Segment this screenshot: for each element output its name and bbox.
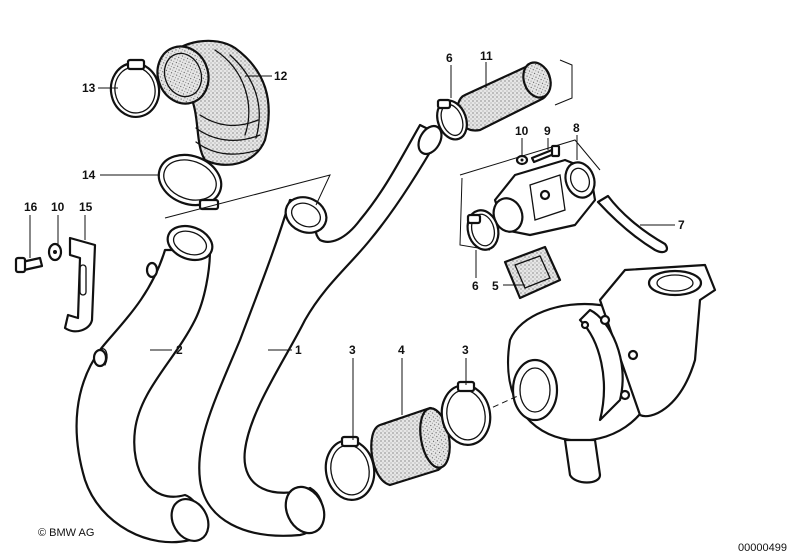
callout-labels: 13 12 14 6 11 10 9 8 7 6 5 16 10 15 2 1 … bbox=[24, 49, 685, 357]
callout-8: 8 bbox=[573, 121, 580, 135]
callout-14: 14 bbox=[82, 168, 96, 182]
callout-10-lower: 10 bbox=[51, 200, 65, 214]
callout-11: 11 bbox=[480, 49, 493, 63]
washer-10-upper bbox=[515, 154, 529, 166]
turbocharger bbox=[507, 263, 717, 484]
hose-clamp-13 bbox=[109, 58, 161, 119]
bracket-15 bbox=[63, 236, 97, 333]
callout-13: 13 bbox=[82, 81, 96, 95]
intake-pipe-1 bbox=[198, 123, 443, 537]
callout-6-upper: 6 bbox=[446, 51, 453, 65]
callout-1: 1 bbox=[295, 343, 302, 357]
bolt-9 bbox=[530, 144, 561, 164]
callout-12: 12 bbox=[274, 69, 288, 83]
vacuum-hose-7 bbox=[596, 194, 669, 254]
callout-9: 9 bbox=[544, 124, 551, 138]
callout-3-left: 3 bbox=[349, 343, 356, 357]
callout-7: 7 bbox=[678, 218, 685, 232]
callout-6-lower: 6 bbox=[472, 279, 479, 293]
rubber-sleeve-4 bbox=[370, 406, 451, 487]
bolt-16 bbox=[14, 256, 44, 274]
callout-3-right: 3 bbox=[462, 343, 469, 357]
callout-15: 15 bbox=[79, 200, 93, 214]
callout-10-upper: 10 bbox=[515, 124, 529, 138]
callout-16: 16 bbox=[24, 200, 38, 214]
callout-5: 5 bbox=[492, 279, 499, 293]
hose-clamp-6-upper bbox=[436, 98, 468, 141]
hose-clamp-3-right bbox=[440, 380, 492, 446]
gasket-5 bbox=[503, 245, 562, 300]
hose-clamp-14 bbox=[157, 153, 223, 211]
image-number: 00000499 bbox=[738, 542, 787, 554]
hose-clamp-6-lower bbox=[466, 209, 500, 251]
copyright-notice: © BMW AG bbox=[38, 527, 94, 539]
rubber-elbow-12 bbox=[156, 39, 270, 166]
valve-housing-8 bbox=[492, 158, 597, 237]
washer-10-lower bbox=[47, 242, 63, 262]
callout-2: 2 bbox=[176, 343, 183, 357]
leader-lines bbox=[29, 62, 675, 440]
callout-4: 4 bbox=[398, 343, 405, 357]
rubber-sleeve-11 bbox=[456, 61, 552, 132]
intake-pipe-2 bbox=[75, 224, 214, 544]
